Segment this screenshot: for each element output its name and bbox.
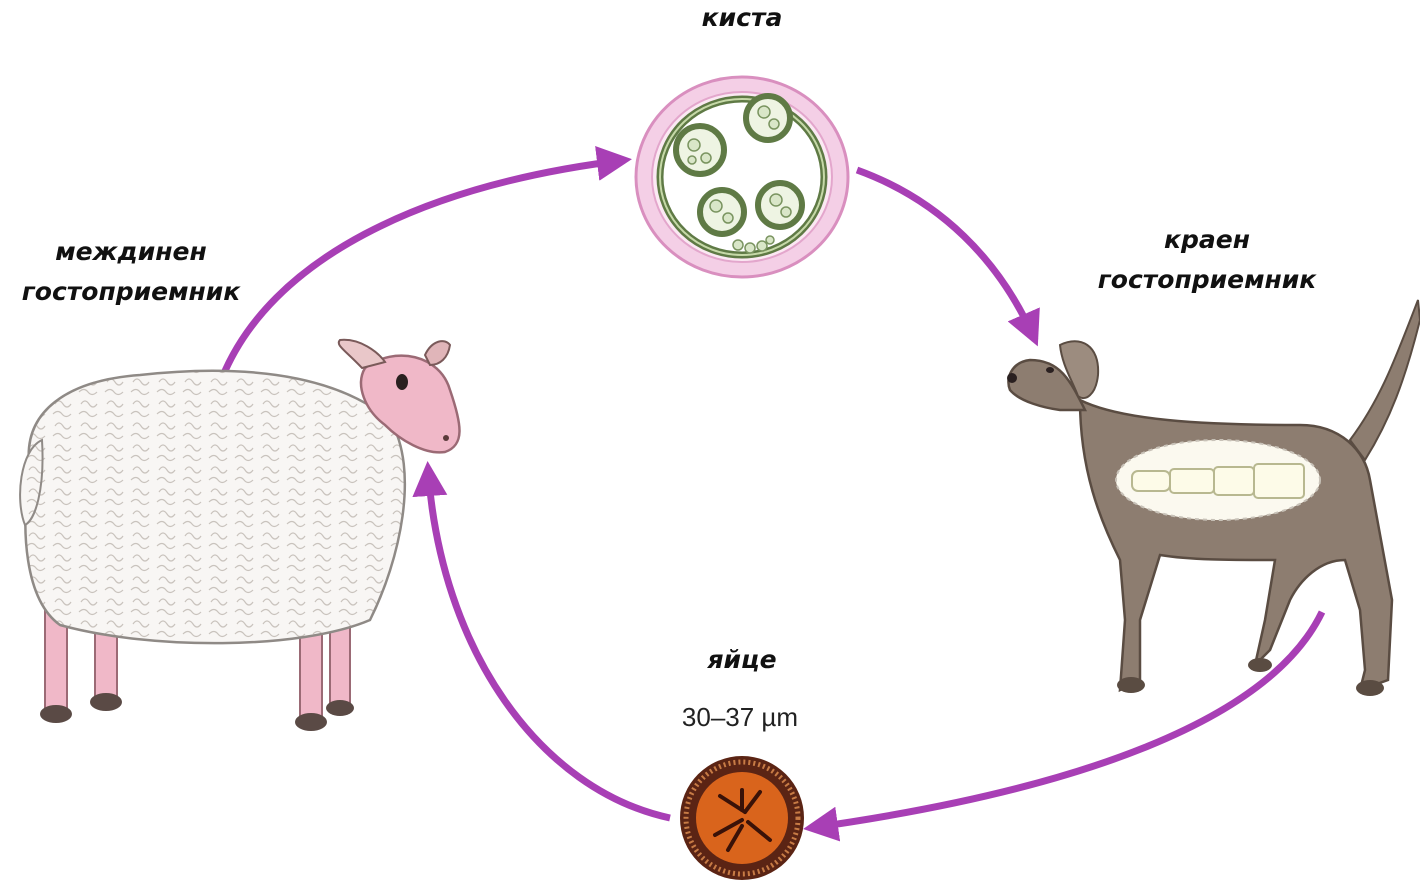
arrow-cyst-to-dog	[857, 170, 1035, 340]
egg-icon	[680, 756, 804, 880]
egg-label: яйце	[642, 642, 842, 678]
sheep-illustration	[20, 340, 459, 731]
cyst-icon	[636, 77, 848, 277]
arrow-sheep-to-cyst	[222, 160, 625, 378]
dog-illustration	[1007, 300, 1420, 696]
arrow-dog-to-egg	[810, 612, 1322, 828]
egg-size-label: 30–37 µm	[640, 702, 840, 733]
arrow-egg-to-sheep	[428, 468, 670, 818]
definitive-host-label-line2: гостоприемник	[1072, 262, 1342, 298]
intermediate-host-label-line1: междинен	[0, 234, 262, 270]
cyst-label: киста	[642, 0, 842, 36]
intermediate-host-label-line2: гостоприемник	[0, 274, 262, 310]
definitive-host-label-line1: краен	[1082, 222, 1332, 258]
